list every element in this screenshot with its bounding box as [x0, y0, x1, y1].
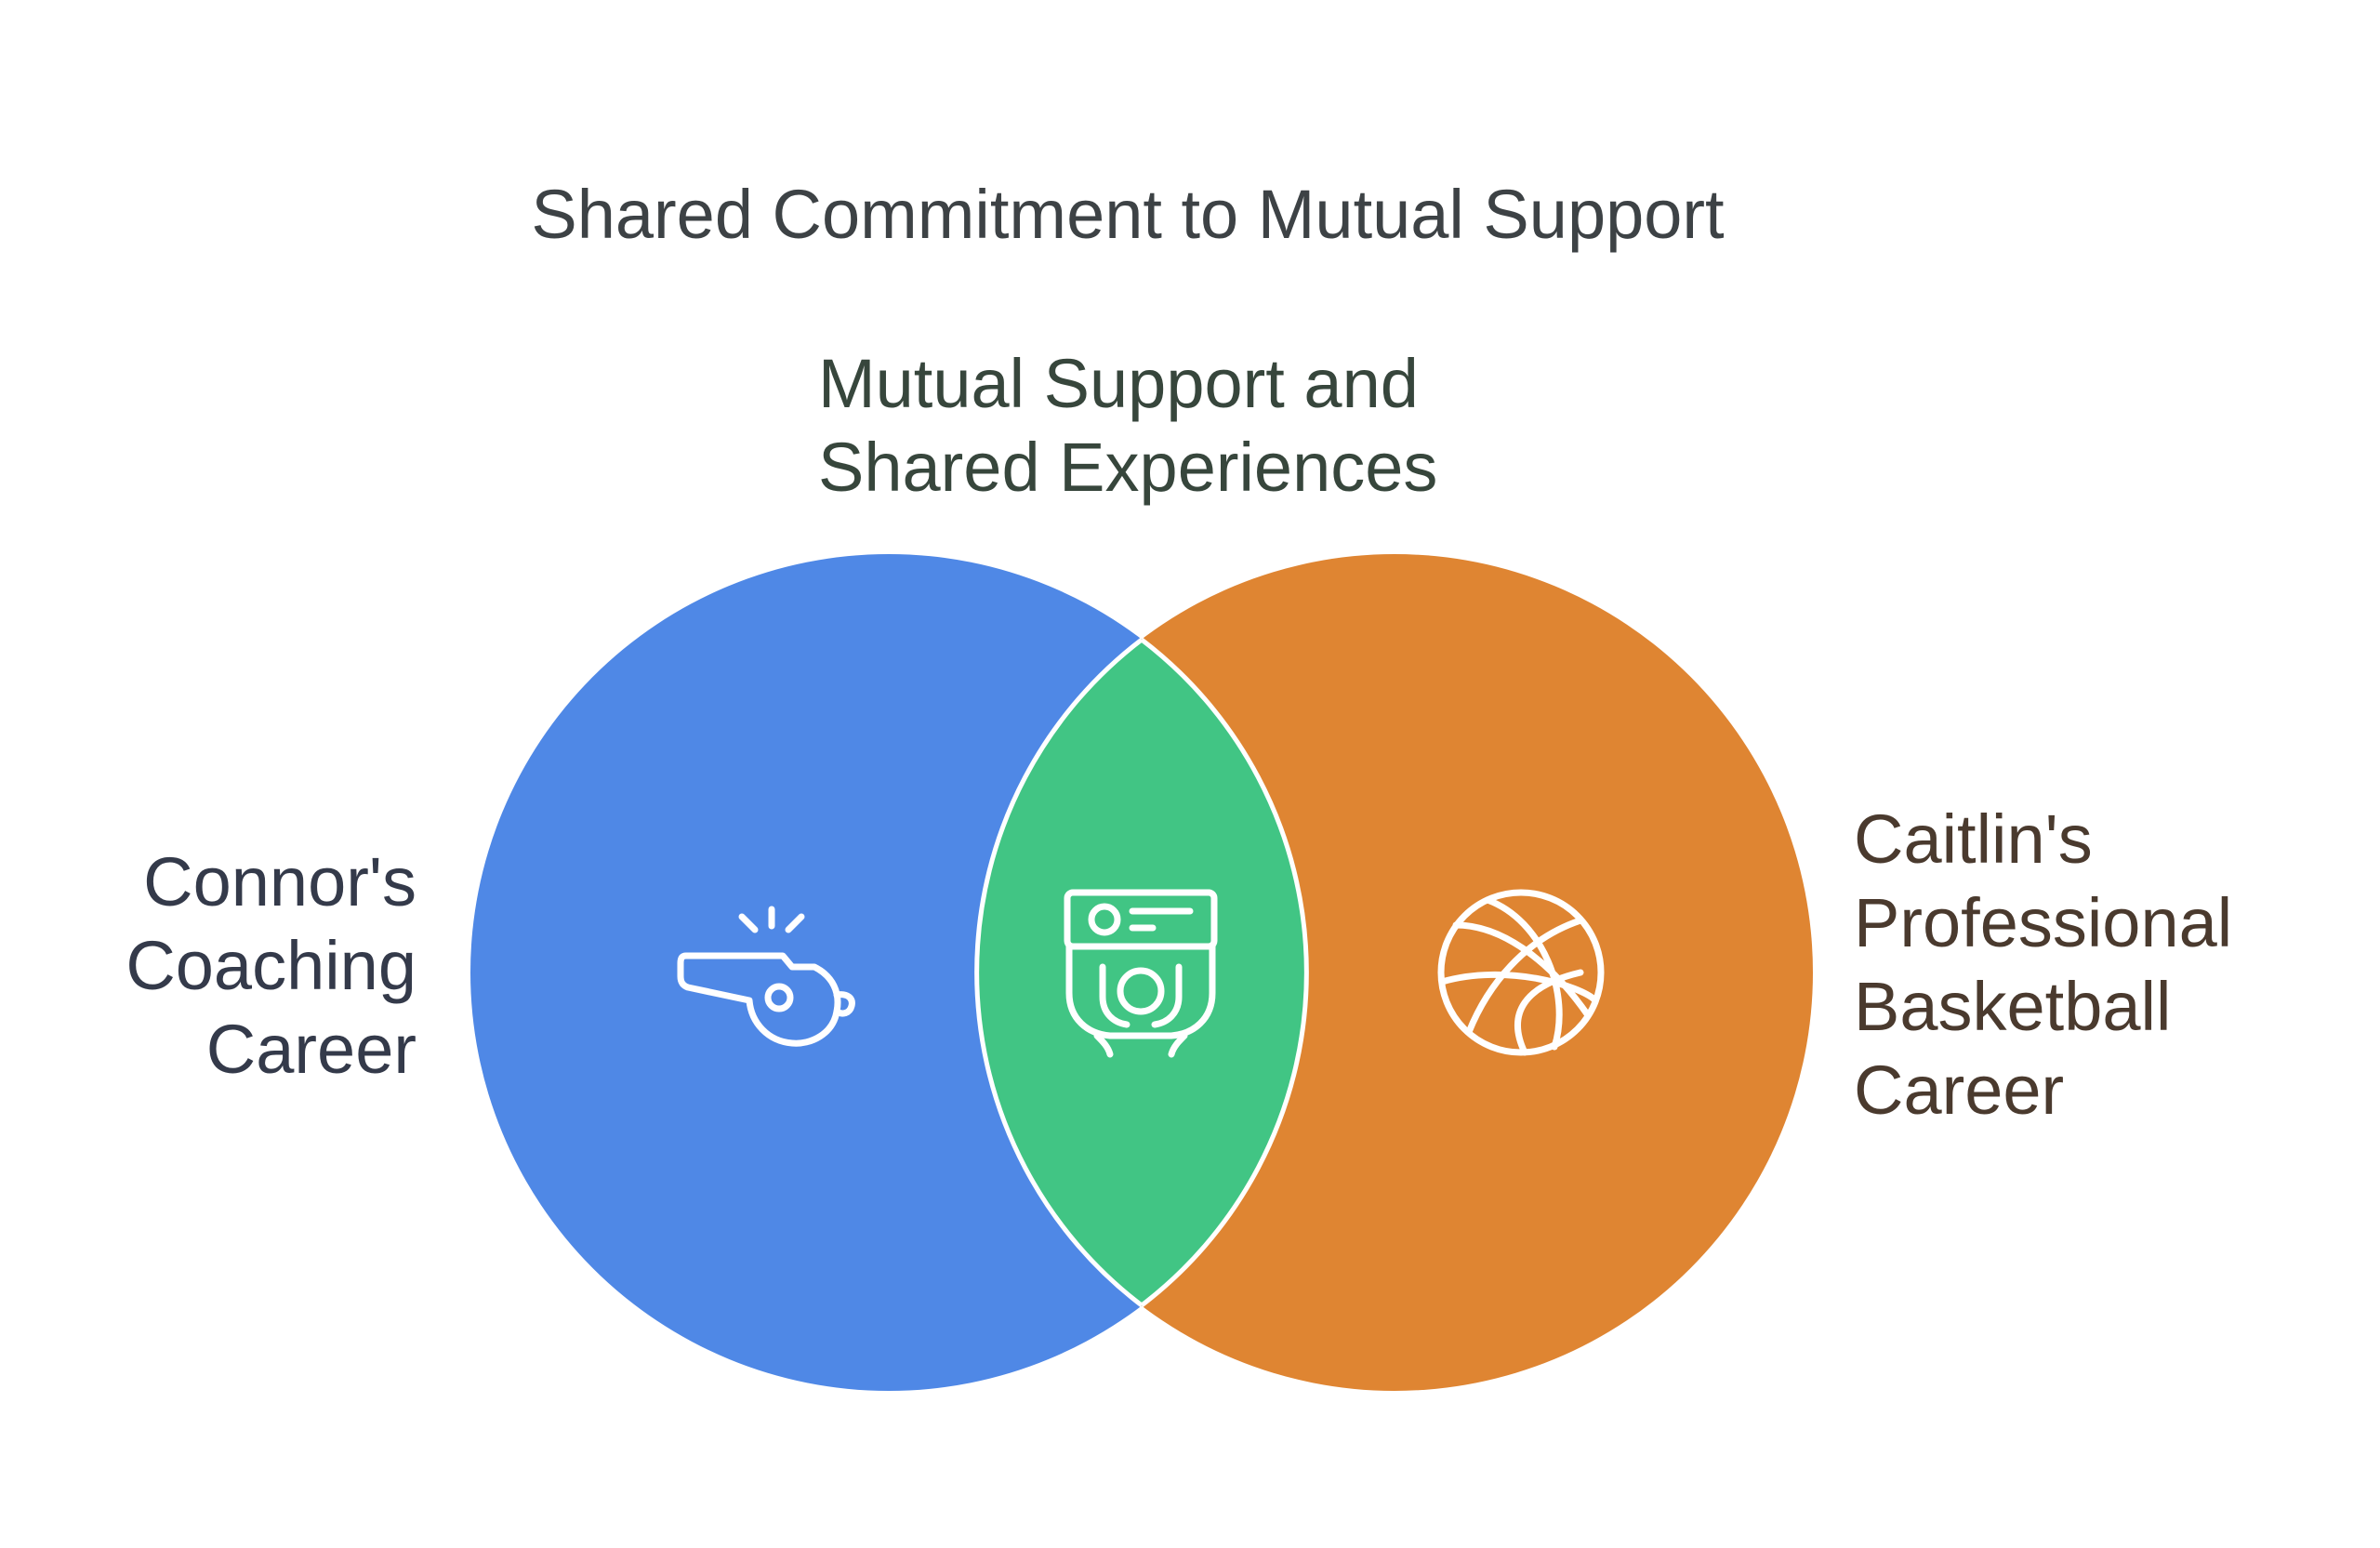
overlap-region: [976, 554, 1307, 1391]
whistle-icon: [677, 906, 855, 1047]
overlap-label-line: Mutual Support and: [818, 345, 1419, 422]
left-set-label-line: Coaching: [126, 927, 416, 1004]
overlap-label-line: Shared Experiences: [818, 429, 1438, 506]
webcam-icon: [1064, 889, 1218, 1058]
diagram-title: Shared Commitment to Mutual Support: [531, 176, 1725, 253]
left-set-label-line: Connor's: [143, 843, 416, 920]
overlap-outline: [974, 638, 1309, 1307]
left-set-label: Connor's Coaching Career: [126, 840, 416, 1092]
right-set-label-line: Basketball: [1854, 968, 2172, 1045]
left-set-label-line: Career: [205, 1011, 416, 1088]
basketball-icon: [1437, 889, 1605, 1056]
right-set-label: Caitlin's Professional Basketball Career: [1854, 798, 2232, 1132]
overlap-label: Mutual Support and Shared Experiences: [818, 342, 1450, 509]
right-set-label-line: Professional: [1854, 884, 2233, 961]
right-set-label-line: Caitlin's: [1854, 800, 2093, 878]
right-set-label-line: Career: [1854, 1052, 2065, 1129]
